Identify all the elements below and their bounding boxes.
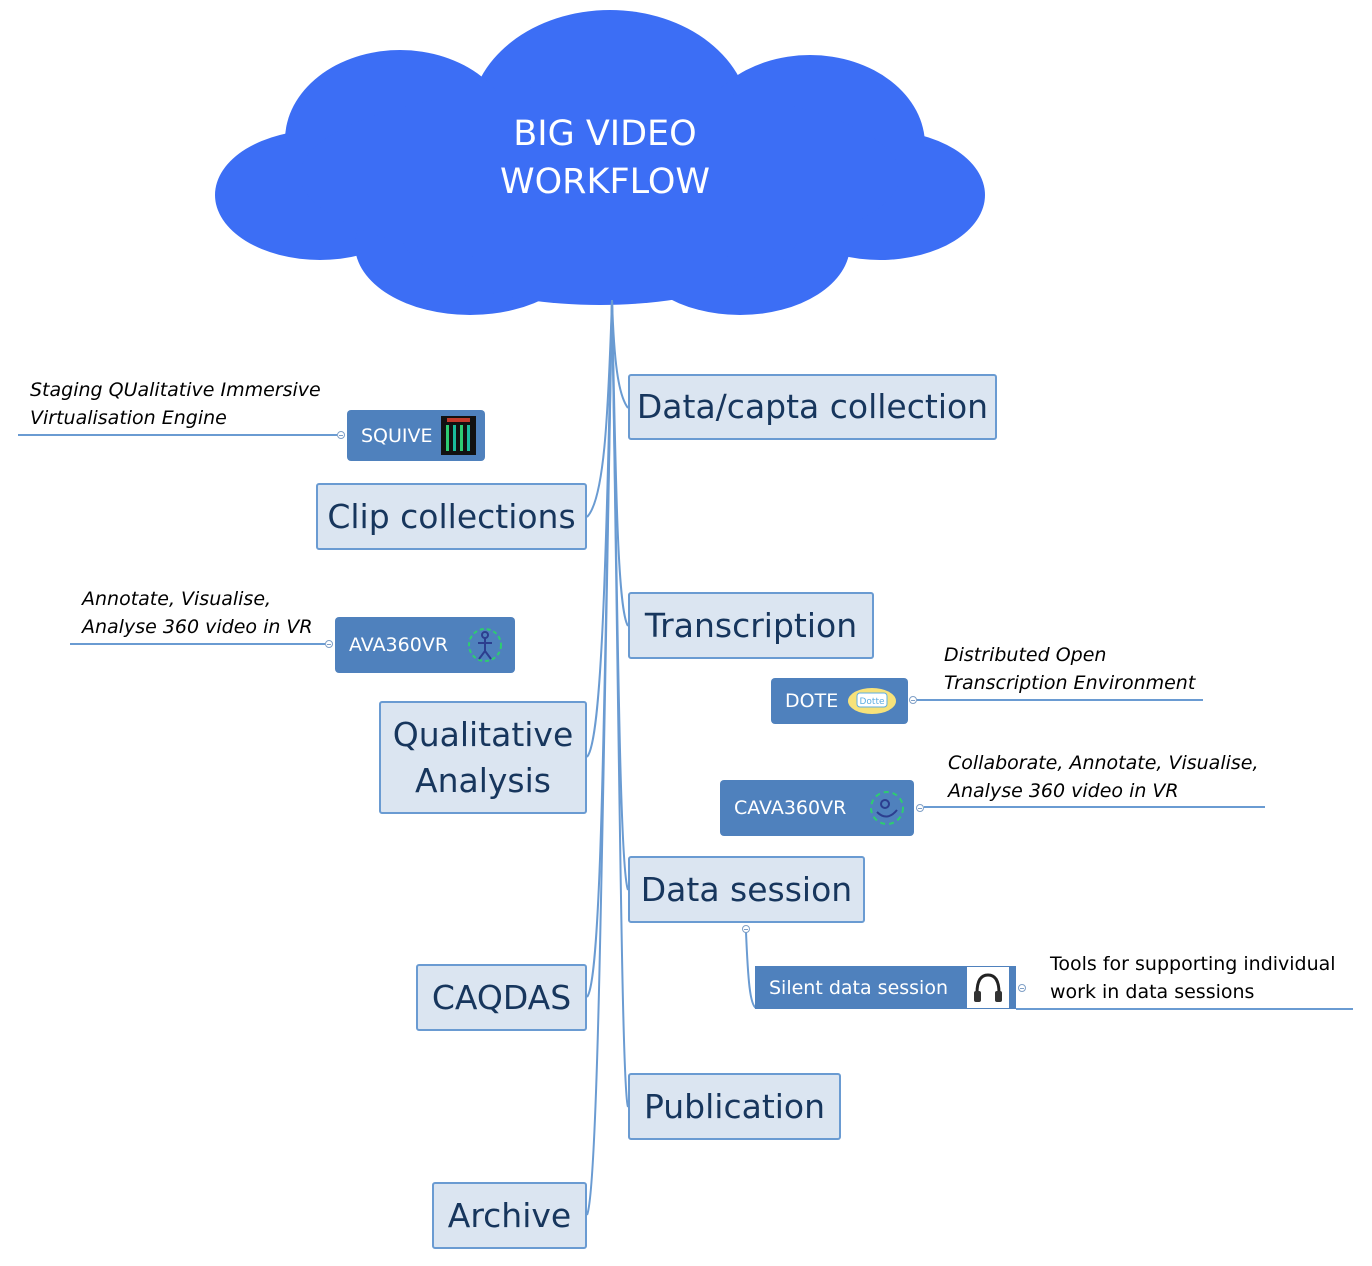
- collapse-toggle-squive[interactable]: [337, 431, 345, 439]
- note-silent-data-session: Tools for supporting individual work in …: [1050, 950, 1336, 1006]
- note-silent-data-session-line2: work in data sessions: [1050, 981, 1255, 1003]
- topic-clip-collections[interactable]: Clip collections: [316, 483, 587, 550]
- dote-logo-text: Dotte: [859, 697, 884, 707]
- topic-publication[interactable]: Publication: [628, 1073, 841, 1140]
- topic-archive-label: Archive: [447, 1195, 572, 1235]
- tool-dote-label: DOTE: [785, 690, 839, 712]
- tool-cava360vr[interactable]: CAVA360VR: [720, 780, 914, 836]
- ava360vr-logo-icon: [468, 628, 502, 662]
- tool-ava360vr[interactable]: AVA360VR: [335, 617, 515, 673]
- topic-transcription[interactable]: Transcription: [628, 592, 874, 659]
- topic-data-session[interactable]: Data session: [628, 856, 865, 923]
- tool-ava360vr-label: AVA360VR: [349, 634, 449, 656]
- topic-qualitative-analysis-line1: Qualitative: [392, 714, 574, 754]
- topic-qualitative-analysis[interactable]: Qualitative Analysis: [379, 701, 587, 814]
- topic-publication-label: Publication: [643, 1086, 826, 1126]
- tool-cava360vr-label: CAVA360VR: [734, 797, 847, 819]
- connector-archive: [586, 299, 613, 1216]
- dote-logo-icon: Dotte: [848, 688, 896, 714]
- topic-caqdas-label: CAQDAS: [431, 977, 572, 1017]
- collapse-toggle-silent-data-session[interactable]: [1018, 984, 1026, 992]
- tool-silent-data-session[interactable]: Silent data session: [755, 966, 1016, 1009]
- topic-caqdas[interactable]: CAQDAS: [416, 964, 587, 1031]
- note-ava360vr: Annotate, Visualise, Analyse 360 video i…: [82, 585, 313, 641]
- note-squive-line2: Virtualisation Engine: [30, 407, 227, 429]
- collapse-toggle-dote[interactable]: [909, 696, 917, 704]
- cava360vr-logo-icon: [870, 791, 904, 825]
- note-cava360vr-line1: Collaborate, Annotate, Visualise,: [948, 752, 1259, 774]
- note-cava360vr: Collaborate, Annotate, Visualise, Analys…: [948, 749, 1259, 805]
- note-dote-line2: Transcription Environment: [944, 672, 1196, 694]
- tool-silent-data-session-label: Silent data session: [769, 976, 949, 999]
- note-dote-line1: Distributed Open: [944, 644, 1107, 666]
- topic-qualitative-analysis-line2: Analysis: [415, 760, 551, 800]
- collapse-toggle-data-session[interactable]: [742, 925, 750, 933]
- note-dote: Distributed Open Transcription Environme…: [944, 641, 1195, 697]
- topic-data-collection-label: Data/capta collection: [636, 387, 989, 426]
- note-ava360vr-line1: Annotate, Visualise,: [82, 588, 272, 610]
- note-silent-data-session-line1: Tools for supporting individual: [1050, 953, 1336, 975]
- tool-dote[interactable]: DOTE Dotte: [771, 678, 908, 724]
- collapse-toggle-cava360vr[interactable]: [916, 804, 924, 812]
- connector-publication: [611, 299, 629, 1108]
- topic-transcription-label: Transcription: [644, 605, 858, 645]
- connectors: [18, 299, 1353, 1216]
- tool-squive[interactable]: SQUIVE: [347, 410, 485, 461]
- cloud-title: BIG VIDEO WORKFLOW: [430, 110, 780, 206]
- headphones-icon: [967, 967, 1009, 1008]
- note-squive-line1: Staging QUalitative Immersive: [30, 379, 321, 401]
- topic-clip-collections-label: Clip collections: [327, 496, 576, 536]
- topic-data-collection[interactable]: Data/capta collection: [628, 374, 997, 440]
- note-squive: Staging QUalitative Immersive Virtualisa…: [30, 376, 321, 432]
- cloud-title-line2: WORKFLOW: [500, 162, 710, 202]
- cloud-title-line1: BIG VIDEO: [513, 114, 697, 154]
- topic-data-session-label: Data session: [640, 869, 853, 909]
- topic-archive[interactable]: Archive: [432, 1182, 587, 1249]
- note-ava360vr-line2: Analyse 360 video in VR: [82, 616, 313, 638]
- squive-logo-icon: [441, 416, 476, 455]
- cloud-shape: [215, 10, 985, 315]
- note-cava360vr-line2: Analyse 360 video in VR: [948, 780, 1179, 802]
- collapse-toggle-ava360vr[interactable]: [325, 640, 333, 648]
- tool-squive-label: SQUIVE: [361, 424, 433, 447]
- connector-data-session-child: [745, 931, 757, 1009]
